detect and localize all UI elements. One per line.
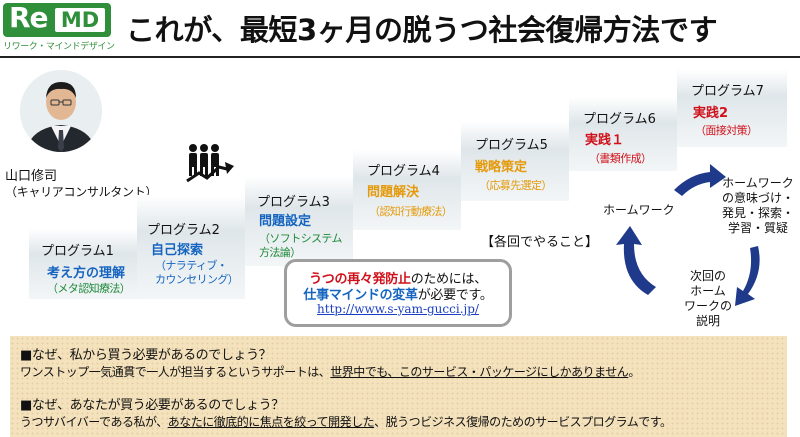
cycle-homework: ホームワーク <box>603 203 675 217</box>
faq-answer-2-underline: あなたに徹底的に焦点を絞って開発した <box>167 415 375 429</box>
cycle-next-line: ホーム <box>690 284 726 298</box>
program-label: プログラム5 <box>475 138 548 153</box>
cycle-meaning-line: ホームワーク <box>722 176 794 190</box>
program-title: 戦略策定 <box>475 160 528 175</box>
cycle-meaning-line: 学習・質疑 <box>727 221 788 235</box>
person-role: （キャリアコンサルタント） <box>5 185 158 199</box>
title-divider <box>0 56 800 58</box>
cycle-meaning-line: の意味づけ・ <box>721 191 794 205</box>
program-sub-1: （ソフトシステム <box>259 232 342 245</box>
cycle-next-line: 次回の <box>689 269 726 283</box>
message-rest-1: のためには、 <box>410 272 488 287</box>
program-label: プログラム7 <box>691 84 764 99</box>
message-box: うつの再々発防止のためには、 仕事マインドの変革が必要です。 http://ww… <box>284 259 512 327</box>
logo-re: Re <box>9 1 49 34</box>
cycle-heading: 【各回でやること】 <box>481 235 599 250</box>
program-title: 自己探索 <box>151 243 204 258</box>
program-step-4: プログラム4 問題解決 （認知行動療法） <box>353 150 461 230</box>
message-em-1: うつの再々発防止 <box>309 272 411 287</box>
program-title: 問題設定 <box>259 214 312 229</box>
avatar <box>20 70 102 152</box>
cycle-next-line: 説明 <box>695 314 720 328</box>
program-sub-2: 方法論） <box>259 246 301 259</box>
cycle-next-line: ワークの <box>683 299 732 313</box>
program-label: プログラム1 <box>41 244 114 259</box>
cycle-next: 次回の ホーム ワークの 説明 <box>676 269 740 329</box>
program-step-2: プログラム2 自己探索 （ナラティブ・ カウンセリング） <box>137 195 245 299</box>
message-line-1: うつの再々発防止のためには、 <box>287 268 509 287</box>
faq-answer-1-post: 。 <box>628 365 640 379</box>
program-label: プログラム6 <box>583 112 656 127</box>
arrow-right <box>735 246 760 306</box>
message-rest-2: が必要です。 <box>417 288 493 303</box>
arrow-top <box>674 164 726 196</box>
website-link[interactable]: http://www.s-yam-gucci.jp/ <box>317 302 479 316</box>
logo-md: MD <box>55 8 105 32</box>
program-step-3: プログラム3 問題設定 （ソフトシステム 方法論） <box>245 176 353 266</box>
faq-panel: ■なぜ、私から買う必要があるのでしょう？ ワンストップ一気通貫で一人が担当すると… <box>10 336 787 437</box>
faq-answer-2: うつサバイバーである私が、あなたに徹底的に焦点を絞って開発した、脱うつビジネス復… <box>20 413 672 430</box>
program-label: プログラム4 <box>367 164 440 179</box>
faq-answer-2-post: 、脱うつビジネス復帰のためのサービスプログラムです。 <box>374 415 672 429</box>
faq-question-2: ■なぜ、あなたが買う必要があるのでしょう？ <box>20 398 284 413</box>
program-sub: （認知行動療法） <box>369 205 453 218</box>
program-label: プログラム3 <box>257 195 330 210</box>
remd-logo: Re MD リワーク・マインドデザイン <box>3 1 115 52</box>
program-sub-1: （ナラティブ・ <box>155 259 228 272</box>
program-label: プログラム2 <box>147 223 220 238</box>
program-title: 実践2 <box>693 106 729 121</box>
faq-question-1: ■なぜ、私から買う必要があるのでしょう？ <box>20 348 272 363</box>
message-em-2: 仕事マインドの変革 <box>303 288 418 303</box>
cycle-arrows <box>616 164 760 306</box>
program-sub: （応募先選定） <box>479 179 552 192</box>
program-step-5: プログラム5 戦略策定 （応募先選定） <box>461 121 569 201</box>
person-name: 山口修司 <box>5 169 58 184</box>
program-step-7: プログラム7 実践2 （面接対策） <box>677 69 787 147</box>
program-sub-2: カウンセリング） <box>155 273 239 286</box>
program-sub: （書類作成） <box>589 152 652 165</box>
faq-answer-1-pre: ワンストップ一気通貫で一人が担当するというサポートは、 <box>20 365 331 379</box>
logo-tagline: リワーク・マインドデザイン <box>3 42 115 52</box>
message-line-2: 仕事マインドの変革が必要です。 <box>287 284 509 303</box>
team-growth-icon <box>185 143 235 189</box>
program-title: 問題解決 <box>367 185 420 200</box>
program-title: 考え方の理解 <box>47 266 126 281</box>
program-step-1: プログラム1 考え方の理解 （メタ認知療法） <box>29 229 137 299</box>
page-title: これが、最短3ヶ月の脱うつ社会復帰方法です <box>126 13 718 47</box>
cycle-meaning: ホームワーク の意味づけ・ 発見・探索・ 学習・質疑 <box>716 176 800 236</box>
program-title: 実践１ <box>585 133 625 148</box>
program-sub: （面接対策） <box>695 124 758 137</box>
faq-answer-2-pre: うつサバイバーである私が、 <box>20 415 168 429</box>
program-sub: （メタ認知療法） <box>47 282 131 295</box>
cycle-meaning-line: 発見・探索・ <box>721 206 794 220</box>
faq-answer-1: ワンストップ一気通貫で一人が担当するというサポートは、世界中でも、このサービス・… <box>20 363 640 380</box>
program-step-6: プログラム6 実践１ （書類作成） <box>569 97 677 171</box>
faq-answer-1-underline: 世界中でも、このサービス・パッケージにしかありません <box>330 365 629 379</box>
arrow-left <box>616 226 656 295</box>
